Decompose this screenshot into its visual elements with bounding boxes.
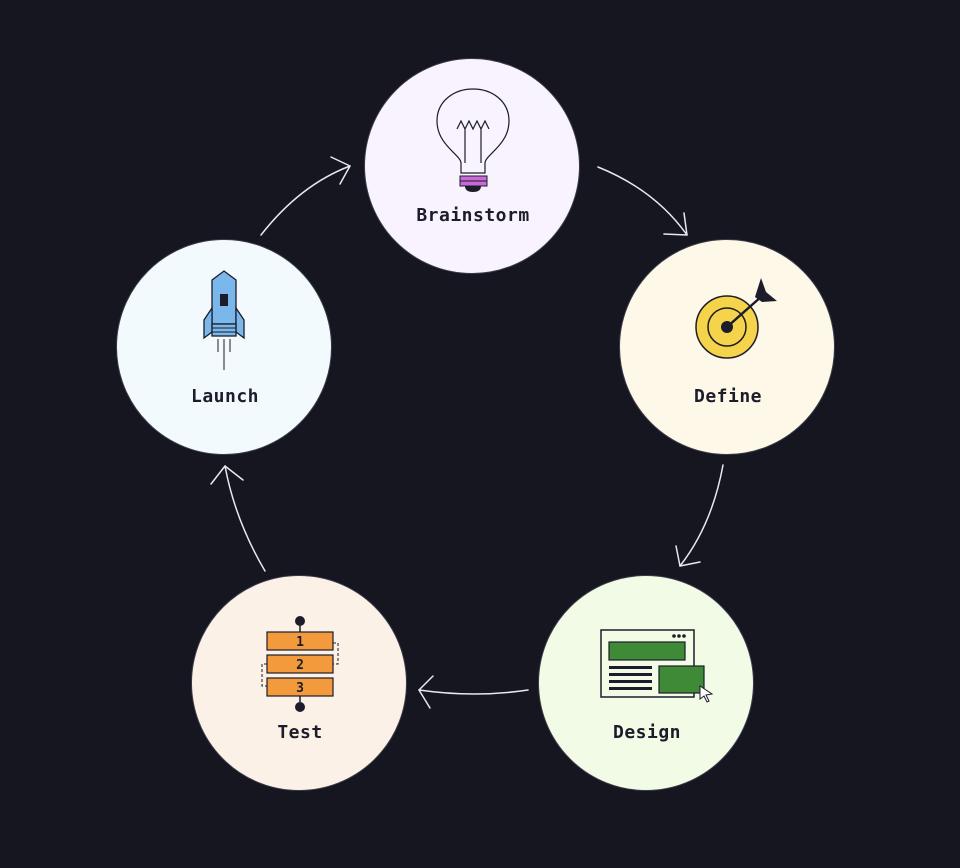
test-steps-icon: 1 2 3 — [261, 616, 339, 712]
stage-label-test: Test — [277, 722, 323, 743]
test-step-number: 1 — [296, 635, 304, 650]
arrow-define-to-design — [679, 464, 724, 567]
test-step-box — [266, 677, 334, 697]
arrow-launch-to-brainstorm — [260, 165, 351, 236]
stage-launch: Launch — [116, 239, 332, 455]
stage-label-define: Define — [693, 386, 763, 407]
stage-brainstorm: Brainstorm — [364, 58, 580, 274]
stage-define: Define — [619, 239, 835, 455]
test-step-number: 3 — [296, 681, 304, 696]
stage-label-launch: Launch — [190, 386, 260, 407]
arrowhead-brainstorm-to-define — [663, 212, 688, 236]
stage-test: 1 2 3 Test — [191, 575, 407, 791]
stage-label-brainstorm: Brainstorm — [416, 205, 530, 226]
stage-label-design: Design — [612, 722, 682, 743]
test-step-box — [266, 631, 334, 651]
arrowhead-test-to-launch — [210, 465, 244, 485]
test-step-box — [266, 654, 334, 674]
web-layout-icon — [600, 629, 714, 703]
target-icon — [695, 278, 777, 359]
rocket-icon — [203, 270, 245, 370]
arrow-test-to-launch — [224, 465, 266, 572]
arrowhead-launch-to-brainstorm — [330, 156, 351, 185]
test-step-number: 2 — [296, 658, 304, 673]
lightbulb-icon — [436, 88, 510, 192]
arrow-design-to-test — [418, 689, 529, 695]
arrowhead-design-to-test — [418, 675, 434, 709]
stage-design: Design — [538, 575, 754, 791]
arrowhead-define-to-design — [675, 545, 701, 567]
arrow-brainstorm-to-define — [597, 166, 688, 236]
